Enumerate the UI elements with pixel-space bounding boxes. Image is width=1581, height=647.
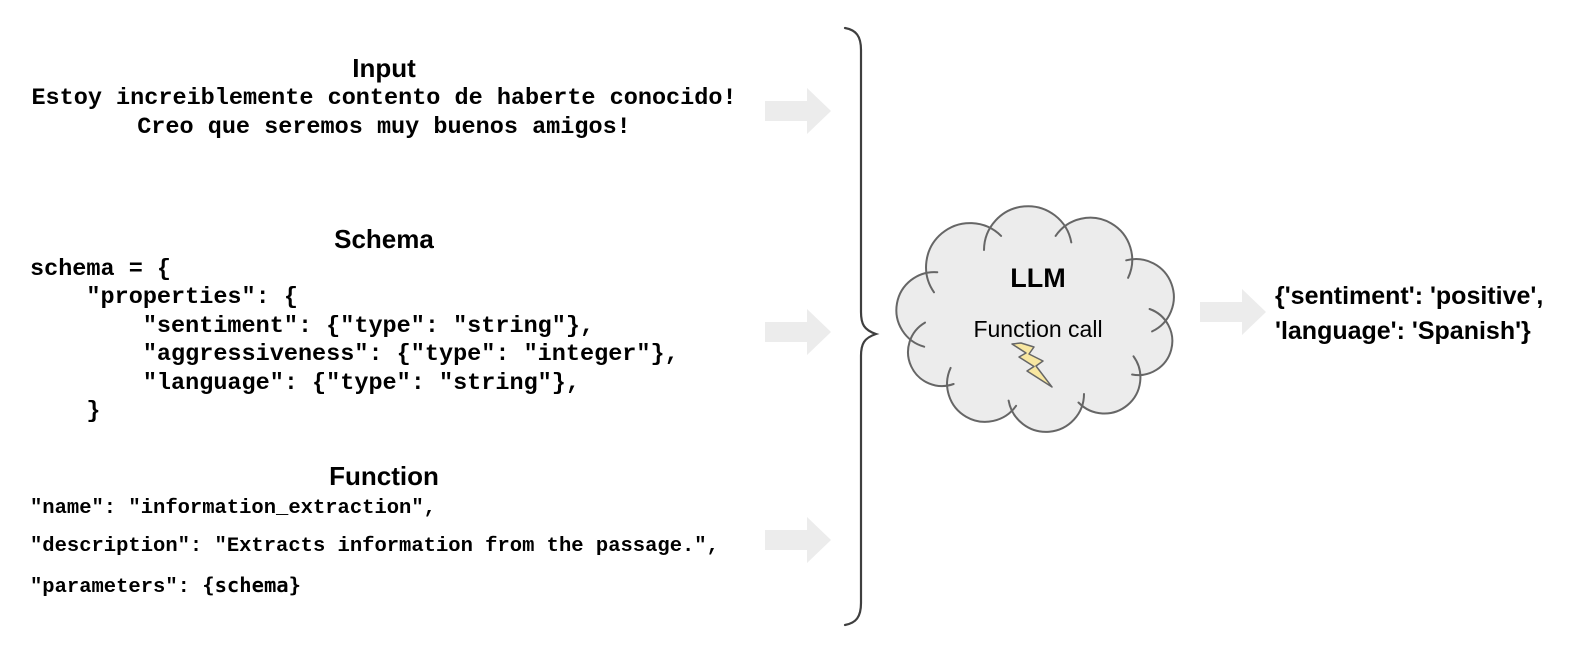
cloud-outline: [895, 205, 1175, 433]
function-arrow-icon: [765, 517, 831, 563]
function-parameters-line: "parameters": {schema}: [30, 573, 301, 600]
lightning-bolt-icon: [1011, 342, 1053, 388]
function-name-line: "name": "information_extraction",: [30, 497, 436, 520]
function-call-label: Function call: [973, 316, 1103, 342]
function-description-line: "description": "Extracts information fro…: [30, 535, 719, 558]
function-section-title: Function: [329, 461, 439, 491]
curly-brace: [843, 26, 880, 627]
input-arrow-icon: [765, 88, 831, 134]
input-text: Estoy increiblemente contento de haberte…: [31, 85, 737, 141]
llm-cloud-shape: [895, 205, 1175, 433]
schema-code: schema = { "properties": { "sentiment": …: [30, 256, 679, 426]
output-arrow-icon: [1200, 289, 1266, 335]
schema-reference-token: {schema}: [202, 573, 301, 597]
schema-arrow-icon: [765, 309, 831, 355]
llm-label: LLM: [1010, 263, 1066, 293]
input-section-title: Input: [352, 53, 416, 83]
output-result-text: {'sentiment': 'positive', 'language': 'S…: [1275, 282, 1544, 345]
parameters-key: "parameters":: [30, 576, 203, 599]
schema-section-title: Schema: [334, 224, 434, 254]
